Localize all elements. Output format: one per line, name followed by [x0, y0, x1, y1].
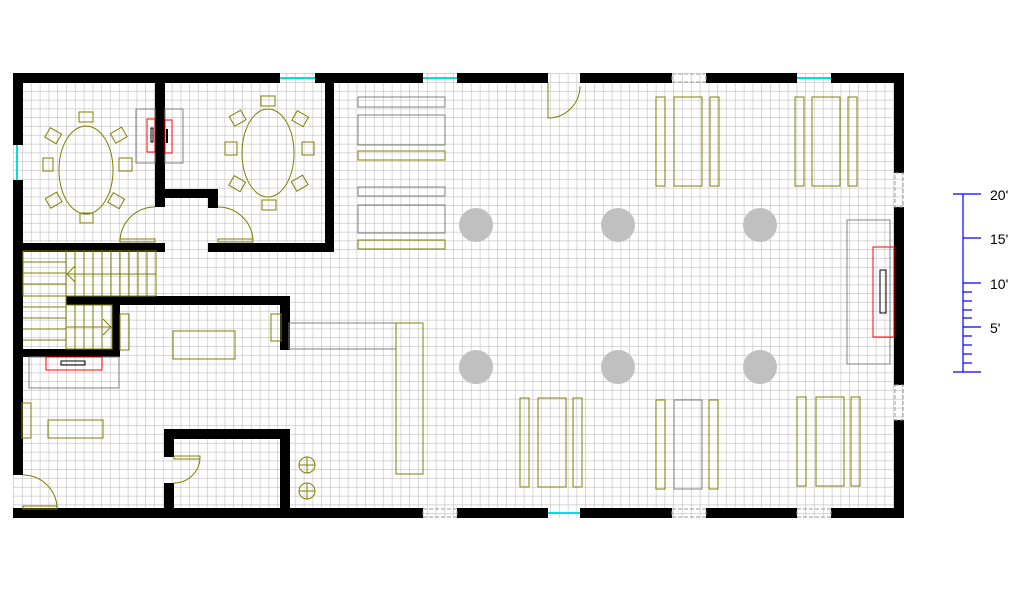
column [601, 208, 635, 242]
walls [13, 73, 904, 518]
doors [22, 83, 581, 510]
hall-tables [357, 96, 861, 490]
column [459, 350, 493, 384]
closed-windows [422, 73, 904, 518]
staircase [22, 250, 157, 350]
conference-room-2 [224, 95, 315, 211]
windows [16, 77, 831, 514]
column [743, 350, 777, 384]
column [459, 208, 493, 242]
oval-table [241, 108, 295, 198]
plant-icon [298, 482, 316, 500]
lounge-furniture [21, 313, 424, 500]
door[interactable] [173, 456, 201, 484]
door[interactable] [547, 83, 581, 119]
scale-label-20: 20' [990, 187, 1008, 203]
conference-room-1 [42, 111, 133, 224]
scale-label-10: 10' [990, 276, 1008, 292]
scale-label-5: 5' [990, 320, 1000, 336]
door[interactable] [119, 206, 156, 242]
column [743, 208, 777, 242]
columns [459, 208, 777, 384]
door[interactable] [22, 474, 58, 509]
oval-table [58, 125, 114, 215]
fireplace-conference [135, 108, 184, 164]
door[interactable] [217, 206, 254, 242]
fireplace-lounge [28, 356, 120, 389]
column [601, 350, 635, 384]
fireplace-hall [846, 219, 895, 365]
scale-bar [953, 193, 981, 373]
plant-icon [298, 456, 316, 474]
scale-label-15: 15' [990, 231, 1008, 247]
